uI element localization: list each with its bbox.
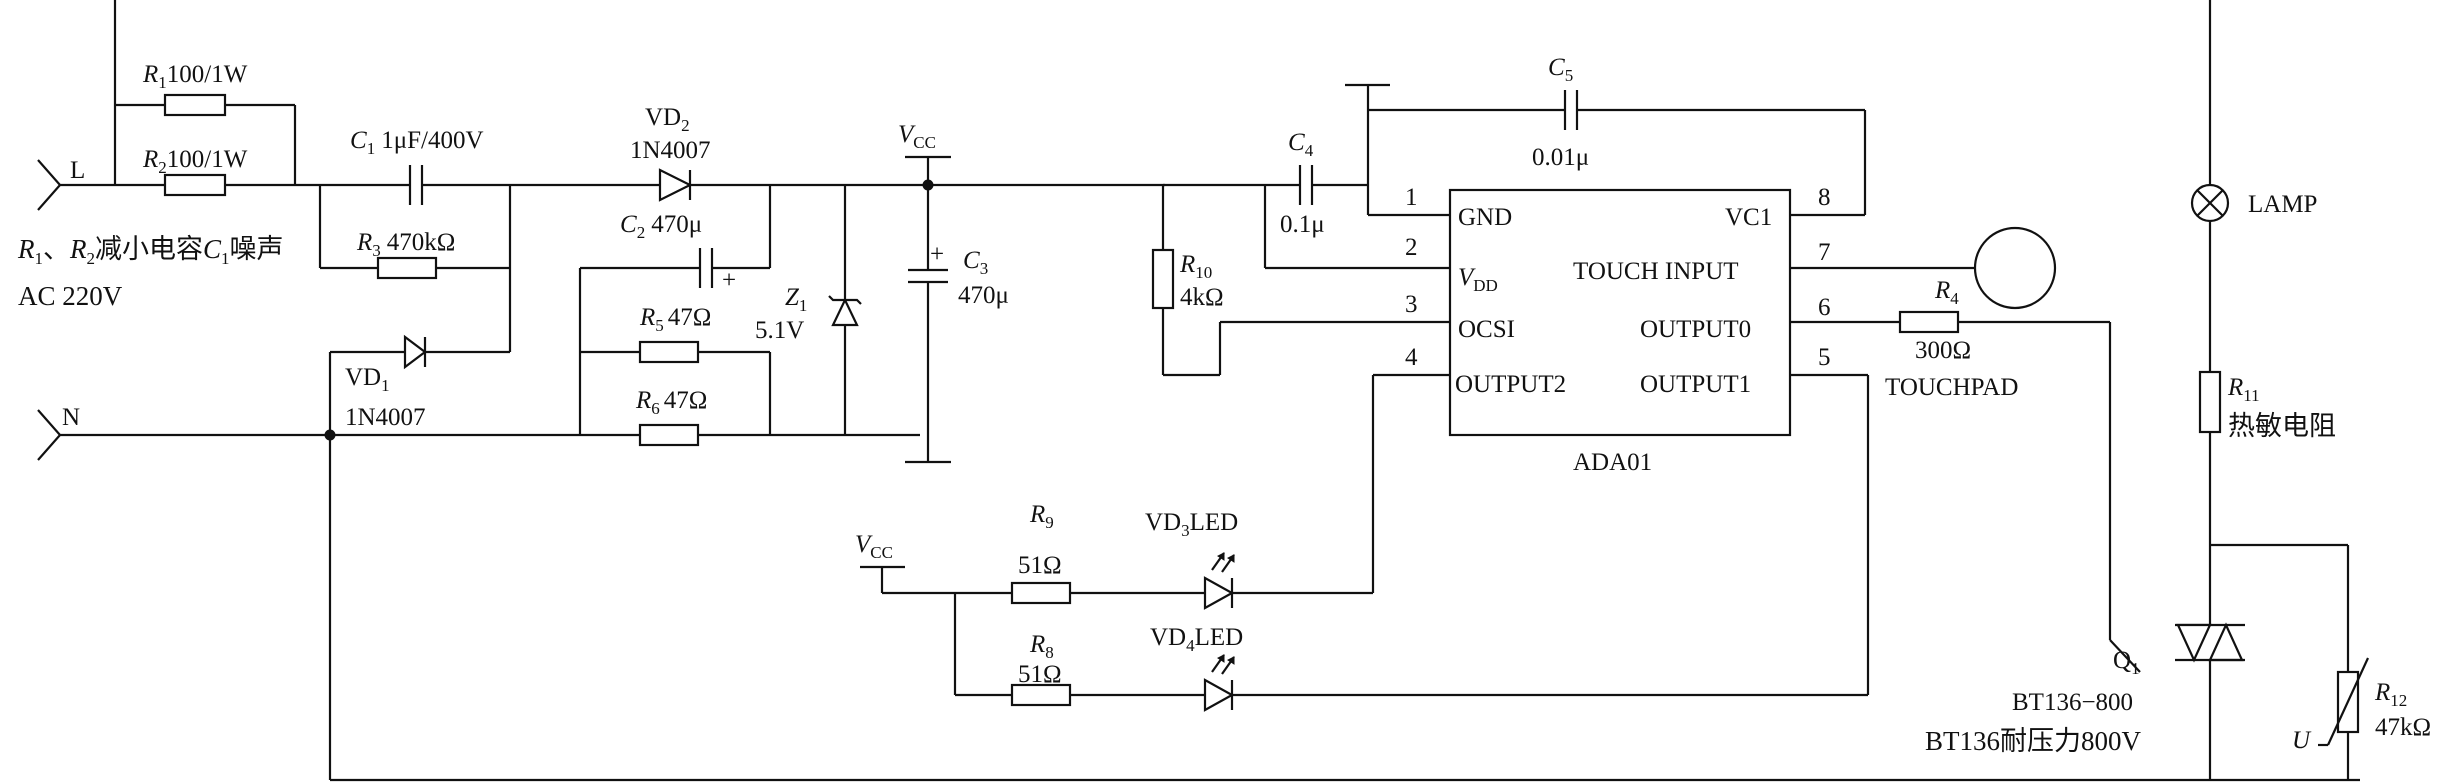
label-r2: R2100/1W [142, 146, 248, 177]
label-n: N [62, 404, 80, 431]
label-vcc2: VCC [855, 531, 893, 562]
pin-vdd-label: VDD [1458, 264, 1498, 295]
pin-7: 7 [1818, 239, 1831, 266]
triac-q1-left [2176, 623, 2212, 663]
resistor-r2 [163, 173, 227, 197]
led-vd3 [1203, 576, 1235, 610]
label-r9: R9 [1029, 501, 1054, 532]
label-c4-val: 0.1μ [1280, 211, 1325, 238]
label-c4: C4 [1288, 129, 1314, 160]
label-r4: R4 [1934, 277, 1959, 308]
label-ac: AC 220V [18, 281, 123, 311]
label-q1-note: BT136耐压力800V [1925, 726, 2142, 756]
label-touchpad: TOUCHPAD [1885, 374, 2018, 401]
diode-vd1 [403, 334, 427, 370]
led-vd4 [1203, 678, 1235, 712]
pin-6: 6 [1818, 294, 1831, 321]
pin-touch-input-label: TOUCH INPUT [1573, 258, 1739, 285]
resistor-r8 [1010, 683, 1072, 707]
label-r9-val: 51Ω [1018, 552, 1062, 579]
label-u: U [2292, 727, 2312, 754]
label-vd4: VD4LED [1150, 624, 1243, 655]
label-r12: R12 [2374, 679, 2407, 710]
pin-ocsi-label: OCSI [1458, 316, 1515, 343]
pin-2: 2 [1405, 234, 1418, 261]
zener-z1 [831, 297, 859, 327]
label-c5: C5 [1548, 54, 1573, 85]
chip-body [1448, 188, 1792, 437]
label-r11: R11 [2227, 374, 2260, 405]
label-c3-val: 470μ [958, 282, 1009, 309]
label-z1-val: 5.1V [755, 317, 804, 344]
label-r4-val: 300Ω [1915, 337, 1971, 364]
triac-q1-right [2208, 622, 2244, 662]
pin-4: 4 [1405, 344, 1418, 371]
terminal-l-arrow [37, 159, 62, 211]
pin-1: 1 [1405, 184, 1418, 211]
chip-ada01: GND VDD OCSI OUTPUT2 VC1 TOUCH INPUT OUT… [1405, 184, 1831, 476]
label-lamp: LAMP [2248, 191, 2317, 218]
pin-gnd-label: GND [1458, 204, 1512, 231]
terminal-n-arrow [37, 409, 62, 461]
note-r1-r2: R1、R2减小电容C1噪声 [17, 234, 284, 268]
resistor-r11 [2198, 370, 2222, 434]
label-vd3: VD3LED [1145, 509, 1238, 540]
lamp-section: LAMP R11 热敏电阻 Q1 BT136−800 BT136耐压力800V … [1925, 0, 2431, 780]
output-section: R4 300Ω TOUCHPAD VCC R9 51Ω VD3LED [855, 226, 2141, 712]
c3-plus: + [930, 241, 944, 268]
label-vd2-part: 1N4007 [630, 137, 711, 164]
pin-3: 3 [1405, 291, 1418, 318]
pin-output2-label: OUTPUT2 [1455, 371, 1566, 398]
chip-name: ADA01 [1573, 449, 1652, 476]
resistor-r4 [1898, 310, 1960, 334]
resistor-r9 [1010, 581, 1072, 605]
resistor-r3 [376, 256, 438, 280]
resistor-r6 [638, 423, 700, 447]
resistor-r1 [163, 93, 227, 117]
label-r8-val: 51Ω [1018, 661, 1062, 688]
label-q1-part: BT136−800 [2012, 689, 2133, 716]
label-r8: R8 [1029, 631, 1054, 662]
label-vd2: VD2 [645, 104, 690, 135]
label-vd1: VD1 [345, 364, 390, 395]
resistor-r5 [638, 340, 700, 364]
pin-5: 5 [1818, 344, 1831, 371]
resistor-r10 [1151, 248, 1175, 310]
pin-vc1-label: VC1 [1725, 204, 1772, 231]
diode-vd2 [658, 168, 693, 202]
label-r10: R10 [1179, 251, 1212, 282]
touch-pad-circle [1973, 226, 2057, 310]
c2-plus: + [722, 267, 736, 294]
label-vcc: VCC [898, 121, 936, 152]
label-l: L [70, 157, 85, 184]
pin-8: 8 [1818, 184, 1831, 211]
label-r1: R1100/1W [142, 61, 248, 92]
pin-output1-label: OUTPUT1 [1640, 371, 1751, 398]
label-r10-val: 4kΩ [1180, 284, 1224, 311]
label-vd1-part: 1N4007 [345, 404, 426, 431]
label-c5-val: 0.01μ [1532, 144, 1589, 171]
label-z1: Z1 [785, 284, 807, 315]
label-r11-desc: 热敏电阻 [2228, 411, 2336, 441]
pin-output0-label: OUTPUT0 [1640, 316, 1751, 343]
label-r12-val: 47kΩ [2375, 714, 2431, 741]
label-c3: C3 [963, 247, 988, 278]
label-q1: Q1 [2113, 647, 2140, 678]
